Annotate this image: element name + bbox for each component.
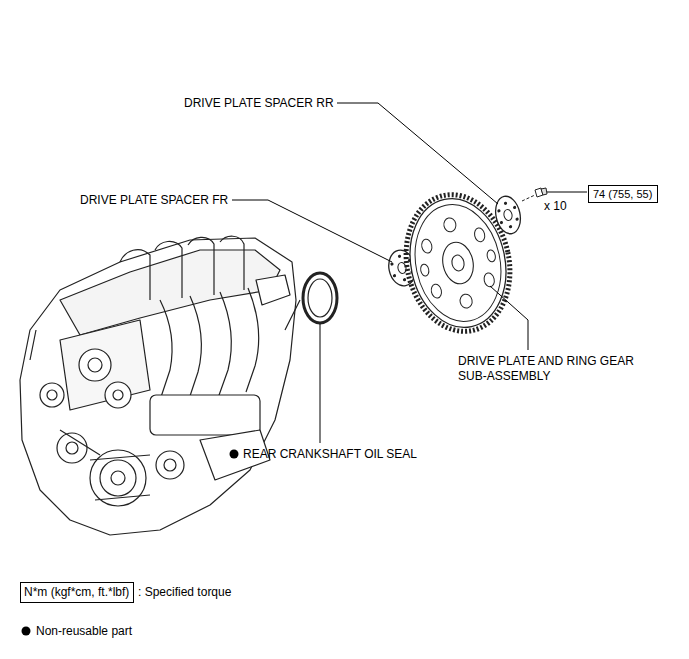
part-name: DRIVE PLATE AND RING GEAR SUB-ASSEMBLY [458, 354, 636, 384]
spacer-rr-illustration [492, 194, 523, 236]
engine-illustration [20, 236, 300, 535]
bolt-illustration [522, 188, 547, 201]
unit-box: N*m (kgf*cm, ft.*lbf) [20, 582, 134, 603]
leader-lines [232, 103, 587, 443]
part-name: DRIVE PLATE SPACER RR [184, 96, 334, 111]
part-name: REAR CRANKSHAFT OIL SEAL [243, 447, 417, 462]
legend-text: : Specified torque [138, 585, 231, 600]
non-reusable-mark [230, 450, 239, 459]
part-name: DRIVE PLATE SPACER FR [80, 193, 228, 208]
box-text: N*m (kgf*cm, ft.*lbf) [24, 585, 130, 600]
legend-non-reusable-mark [22, 627, 31, 636]
quantity-label: x 10 [544, 199, 567, 214]
legend-text: Non-reusable part [36, 624, 132, 639]
torque-box: 74 (755, 55) [588, 185, 658, 203]
oil-seal-illustration [303, 273, 337, 323]
box-text: 74 (755, 55) [593, 187, 653, 201]
